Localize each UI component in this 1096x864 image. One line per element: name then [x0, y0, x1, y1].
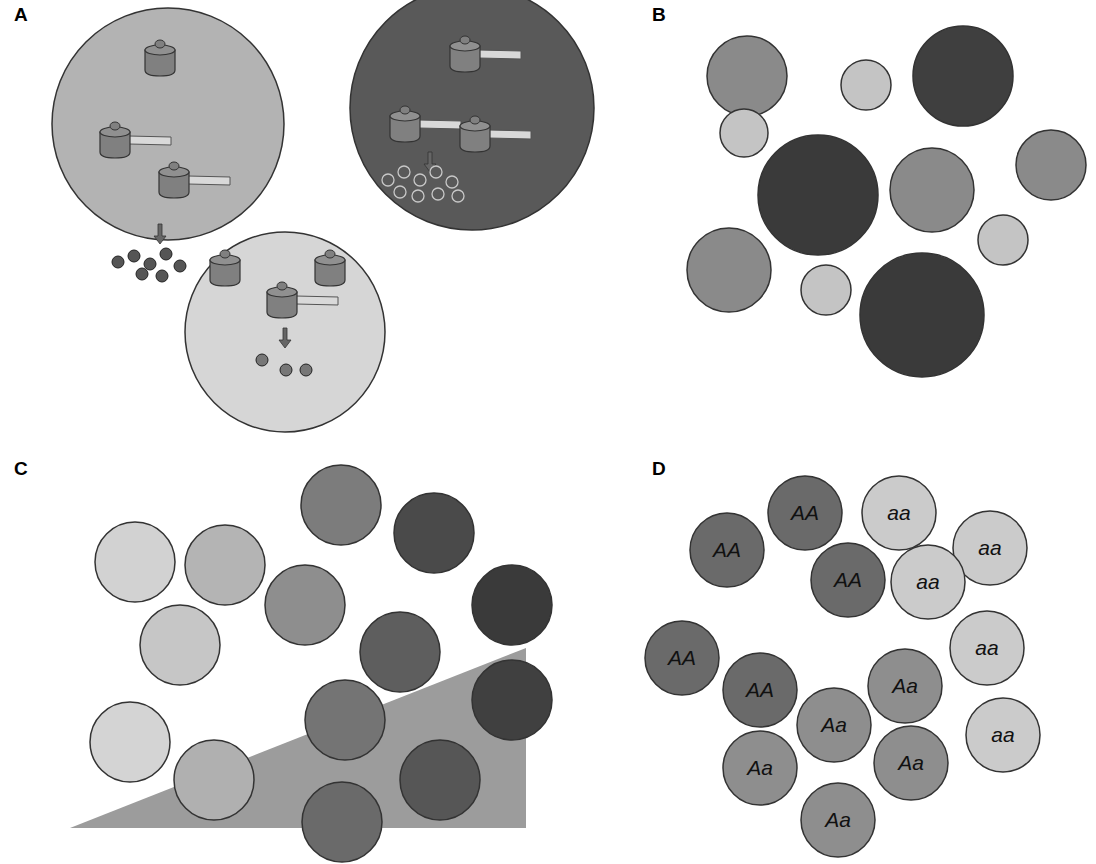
genotype-cell: AA	[766, 474, 844, 552]
genotype-label: aa	[948, 609, 1026, 687]
genotype-cell: AA	[643, 619, 721, 697]
genotype-cell: Aa	[872, 724, 950, 802]
genotype-cell: Aa	[795, 686, 873, 764]
panel-letter: B	[652, 4, 666, 26]
genotype-label: aa	[860, 474, 938, 552]
genotype-label: Aa	[872, 724, 950, 802]
panel-c-gradient	[70, 465, 552, 862]
genotype-label: AA	[643, 619, 721, 697]
genotype-cell: aa	[889, 543, 967, 621]
genotype-cell: aa	[948, 609, 1026, 687]
panel-letter: C	[14, 458, 28, 480]
genotype-cell: AA	[688, 511, 766, 589]
genotype-label: Aa	[799, 781, 877, 859]
panel-letter: A	[14, 4, 28, 26]
panel-a-cells	[52, 0, 594, 432]
genotype-label: aa	[889, 543, 967, 621]
genotype-label: AA	[766, 474, 844, 552]
genotype-cell: AA	[721, 651, 799, 729]
panel-b-cells	[687, 26, 1086, 377]
genotype-cell: Aa	[866, 647, 944, 725]
genotype-cell: Aa	[721, 729, 799, 807]
genotype-label: AA	[688, 511, 766, 589]
genotype-label: Aa	[795, 686, 873, 764]
genotype-cell: AA	[809, 541, 887, 619]
genotype-label: Aa	[866, 647, 944, 725]
panel-letter: D	[652, 458, 666, 480]
genotype-cell: Aa	[799, 781, 877, 859]
genotype-label: Aa	[721, 729, 799, 807]
genotype-label: AA	[809, 541, 887, 619]
genotype-label: AA	[721, 651, 799, 729]
genotype-label: aa	[964, 696, 1042, 774]
genotype-cell: aa	[964, 696, 1042, 774]
genotype-cell: aa	[860, 474, 938, 552]
